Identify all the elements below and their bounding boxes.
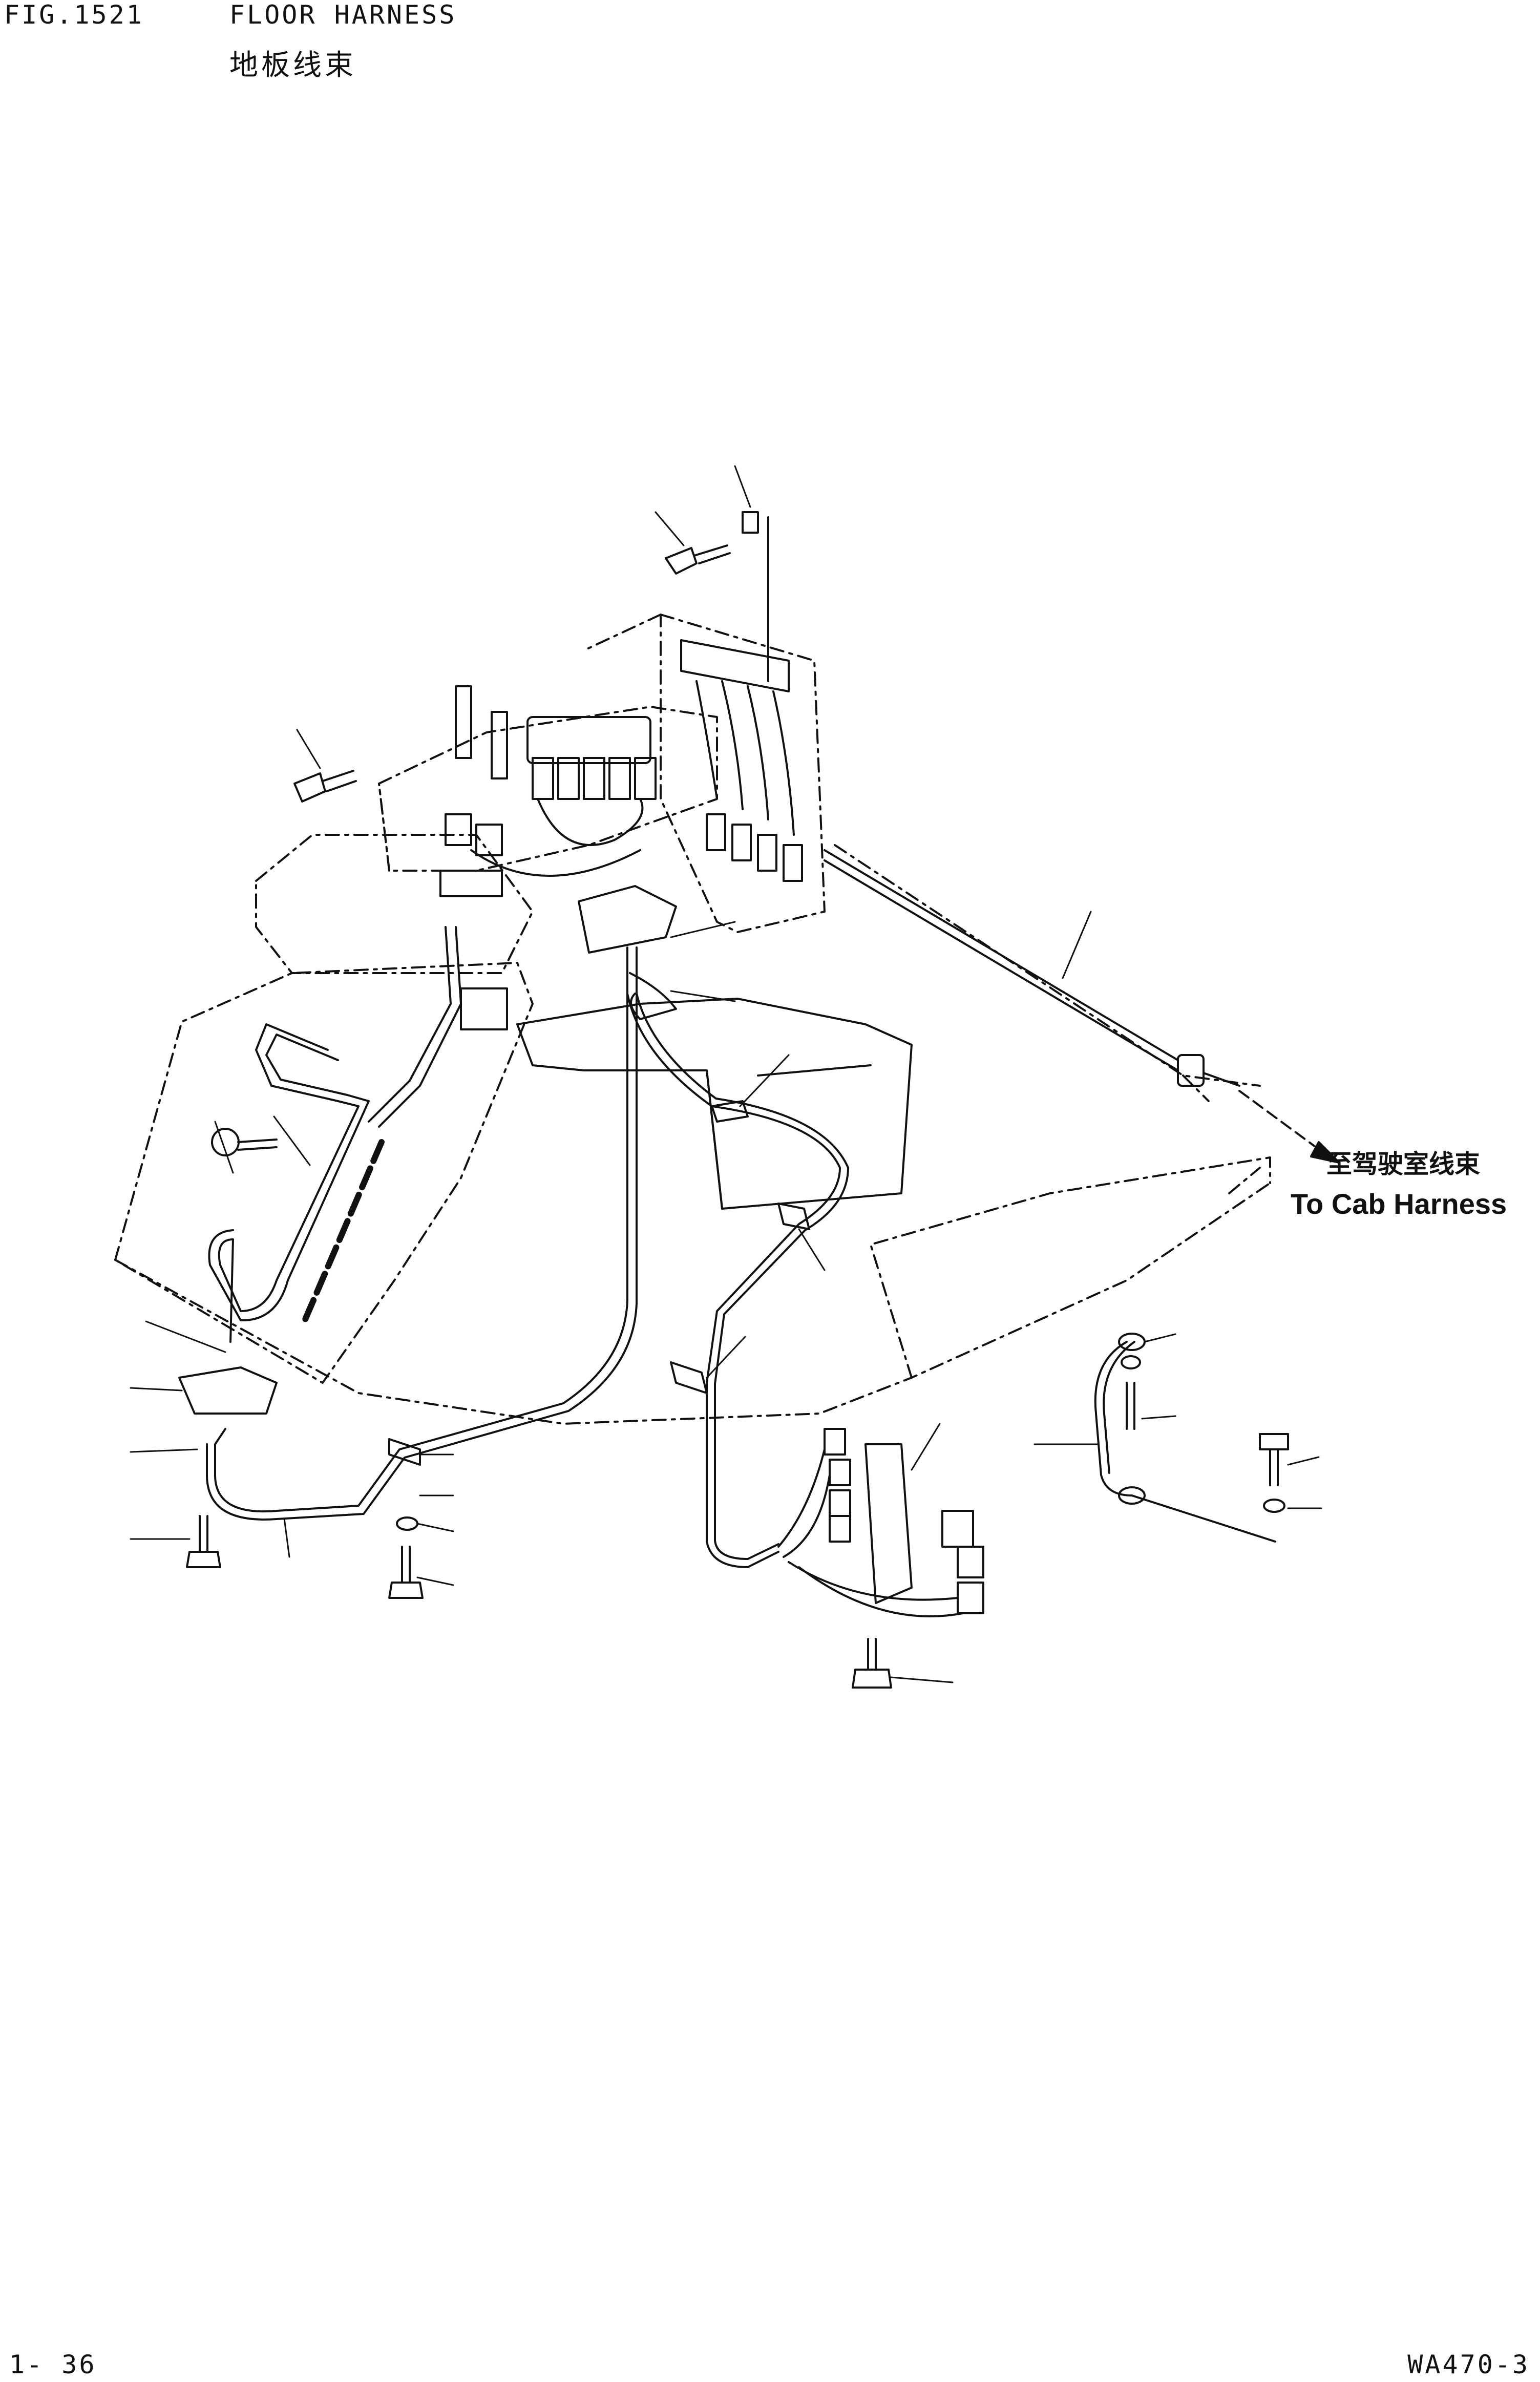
bolts bbox=[186, 544, 1289, 1689]
figure-title-chinese: 地板线束 bbox=[229, 49, 356, 82]
bolt-top bbox=[665, 544, 731, 575]
upper-right-connector-bank bbox=[680, 511, 803, 882]
to-cab-harness-label-en: To Cab Harness bbox=[1291, 1188, 1507, 1220]
figure-title-english: FLOOR HARNESS bbox=[229, 0, 457, 30]
bolt-ground-upper bbox=[1121, 1355, 1141, 1430]
bolt-bottom-center bbox=[852, 1638, 892, 1689]
upper-switch-cluster bbox=[439, 685, 657, 1030]
left-harness-branch bbox=[208, 926, 462, 1343]
figure-number: FIG.1521 bbox=[4, 0, 144, 30]
to-cab-harness-arrow bbox=[1238, 1090, 1340, 1164]
bolt-lower-left bbox=[186, 1515, 221, 1568]
page-number: 1- 36 bbox=[9, 2350, 97, 2379]
floor-frame-outline bbox=[114, 614, 1271, 1425]
leader-lines bbox=[130, 465, 1322, 1683]
bolt-lower-center bbox=[388, 1516, 424, 1599]
harness-clamps bbox=[178, 885, 810, 1466]
cab-harness-run bbox=[824, 849, 1240, 1087]
bolt-upper-left bbox=[293, 770, 357, 803]
floor-harness-main bbox=[206, 946, 849, 1568]
center-console-block bbox=[516, 998, 913, 1210]
model-code: WA470-3 bbox=[1407, 2350, 1530, 2379]
relay-fuse-block bbox=[777, 1428, 984, 1617]
to-cab-harness-label-zh: 至驾驶室线束 bbox=[1326, 1149, 1480, 1179]
bolt-ground-lower bbox=[1259, 1433, 1289, 1513]
ground-strap bbox=[1094, 1333, 1276, 1543]
bolt-left-mid bbox=[211, 1128, 278, 1156]
